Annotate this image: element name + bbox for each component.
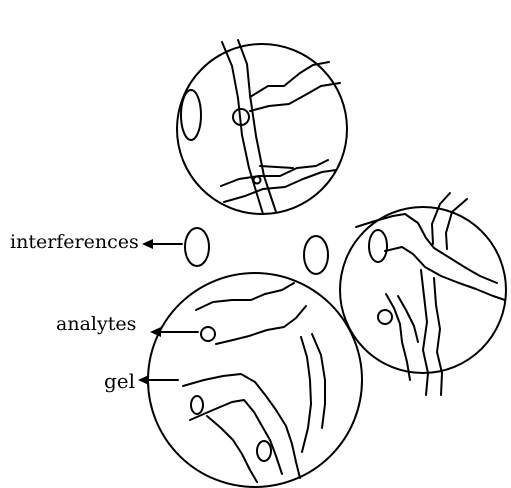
pore-channel: [250, 83, 340, 111]
pore-channel: [446, 199, 467, 249]
pore-channel: [183, 374, 300, 478]
pore-channel: [216, 306, 306, 344]
interference-molecule-free: [304, 236, 328, 274]
pore-channel: [356, 214, 497, 283]
pore-channel: [434, 278, 442, 395]
interference-molecule: [181, 90, 201, 140]
gel-bead-right: [340, 193, 506, 395]
pore-channel: [260, 166, 293, 168]
analyte-molecule: [369, 230, 387, 262]
pore-channel: [301, 337, 311, 452]
pore-channel: [386, 294, 410, 380]
gel-bead-bottom: [148, 273, 362, 487]
arrow-interferences: [142, 239, 182, 249]
pore-channel: [221, 160, 328, 186]
pore-channel: [222, 42, 263, 214]
pore-channel: [190, 400, 282, 474]
analyte-molecule: [378, 310, 392, 324]
analyte-molecule: [201, 327, 215, 341]
label-interferences: interferences: [10, 233, 139, 252]
pore-channel: [432, 193, 450, 244]
gel-bead-top: [177, 40, 347, 214]
pore-channel: [224, 170, 336, 202]
gel-bead-outline: [148, 273, 362, 487]
analyte-molecule: [257, 441, 271, 461]
analyte-molecule: [191, 396, 203, 414]
pore-channel: [238, 40, 276, 212]
analyte-molecule: [254, 177, 261, 184]
label-analytes: analytes: [56, 315, 136, 334]
pore-channel: [421, 270, 428, 395]
pore-channel: [250, 62, 329, 97]
label-gel: gel: [104, 371, 135, 391]
pore-channel: [196, 283, 294, 310]
pore-channel: [312, 334, 325, 428]
arrow-gel: [138, 375, 178, 385]
pore-channel: [207, 416, 257, 482]
interference-molecule-free: [185, 228, 209, 266]
